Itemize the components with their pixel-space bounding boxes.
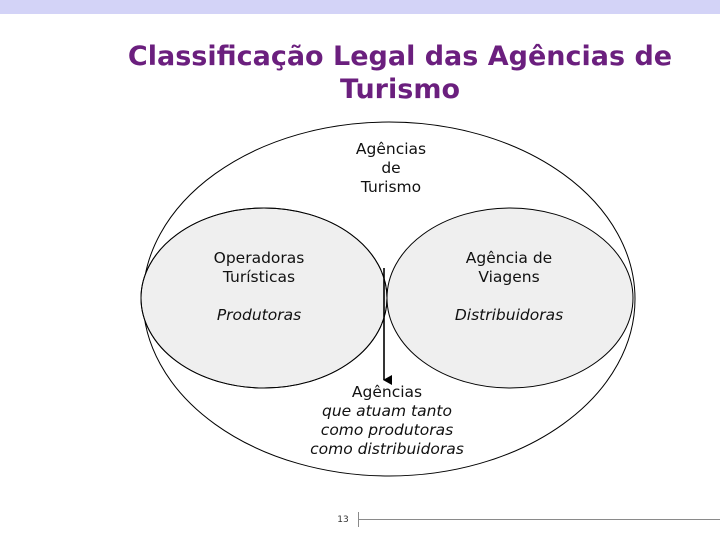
page-number: 13	[337, 515, 349, 525]
right-label-line-1: Agência de	[465, 249, 553, 267]
outer-label-line-2: de	[381, 159, 401, 177]
right-role-label: Distribuidoras	[454, 306, 564, 324]
overlap-label-line-3: como produtoras	[320, 421, 454, 439]
top-accent-bar	[0, 0, 720, 14]
right-label-line-2: Viagens	[478, 268, 540, 286]
overlap-label-line-1: Agências	[351, 383, 423, 401]
overlap-label-line-4: como distribuidoras	[310, 440, 464, 458]
outer-label: Agências de Turismo	[331, 140, 451, 197]
left-ellipse-outline	[140, 207, 388, 389]
left-label-line-1: Operadoras	[213, 249, 305, 267]
outer-label-line-1: Agências	[355, 140, 427, 158]
outer-label-line-3: Turismo	[360, 178, 422, 196]
right-label: Agência de Viagens	[429, 249, 589, 287]
overlap-label-line-2: que atuam tanto	[321, 402, 452, 420]
footer-rule	[358, 519, 720, 520]
overlap-label: Agências que atuam tanto como produtoras…	[287, 383, 487, 459]
left-role-label: Produtoras	[216, 306, 302, 324]
left-ellipse	[140, 207, 388, 389]
right-ellipse	[386, 207, 634, 389]
left-label: Operadoras Turísticas	[179, 249, 339, 287]
title-line-1: Classificação Legal das Agências de	[127, 41, 673, 72]
left-label-line-2: Turísticas	[222, 268, 296, 286]
slide-title: Classificação Legal das Agências de Turi…	[100, 40, 700, 106]
title-line-2: Turismo	[340, 74, 460, 105]
